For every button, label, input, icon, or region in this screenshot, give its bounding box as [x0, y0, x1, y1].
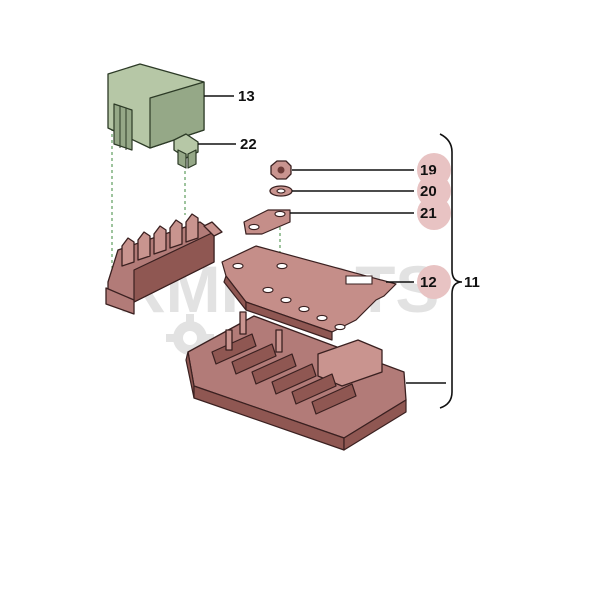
- leader-lines: [198, 95, 463, 409]
- callout-20: 20: [420, 183, 437, 200]
- fuse-holder: [105, 213, 223, 315]
- callout-22: 22: [240, 136, 257, 153]
- busbar-plate: [221, 245, 397, 341]
- housing-tray: [185, 311, 407, 451]
- fuse: [173, 133, 199, 169]
- relay-block: [107, 63, 205, 151]
- highlight-21: [417, 196, 451, 230]
- bracket-11: [439, 133, 463, 409]
- callout-21: 21: [420, 205, 437, 222]
- nut: [270, 160, 292, 180]
- connector-link: [243, 209, 291, 235]
- callout-11: 11: [464, 274, 480, 291]
- highlight-12: [417, 265, 451, 299]
- callouts: 13 22 19 20 21 12 11: [238, 88, 480, 299]
- callout-13: 13: [238, 88, 255, 105]
- washer: [269, 185, 293, 197]
- callout-12: 12: [420, 274, 437, 291]
